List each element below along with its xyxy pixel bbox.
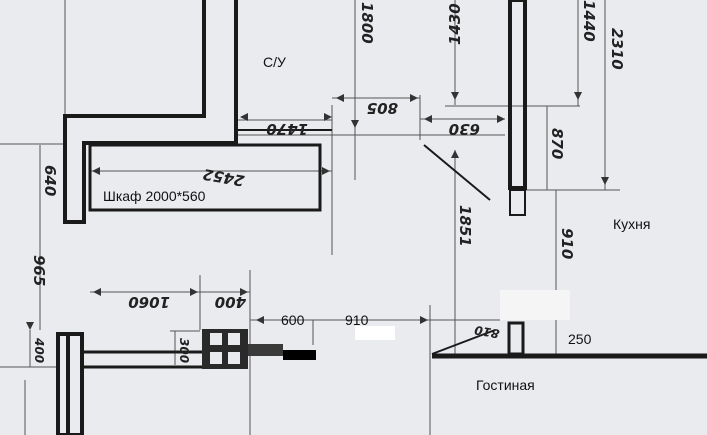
dim-1800: 1800	[358, 2, 376, 44]
dim-910-vertical: 910	[558, 228, 576, 259]
dim-805: 805	[367, 99, 398, 117]
dim-630: 630	[449, 120, 480, 138]
dim-810: 810	[473, 323, 500, 341]
room-label-living-room: Гостиная	[476, 377, 535, 393]
dim-1470: 1470	[266, 120, 308, 138]
dim-965: 965	[30, 255, 48, 286]
room-label-bathroom: С/У	[263, 54, 286, 70]
dim-400-vertical: 400	[32, 337, 46, 363]
door-swing	[431, 329, 496, 355]
dim-2310: 2310	[608, 28, 626, 70]
dim-1851: 1851	[456, 205, 474, 247]
ventilation-block	[202, 329, 316, 369]
room-label-wardrobe: Шкаф 2000*560	[103, 188, 206, 204]
room-label-kitchen: Кухня	[613, 216, 650, 232]
dim-2452: 2452	[201, 165, 245, 190]
dim-600: 600	[281, 312, 305, 328]
dim-640: 640	[41, 165, 59, 196]
whiteout-patch	[355, 326, 395, 340]
dim-1060: 1060	[128, 293, 170, 311]
dim-910: 910	[345, 312, 369, 328]
dim-400-horizontal: 400	[215, 293, 247, 311]
walls	[56, 0, 707, 435]
dim-250: 250	[568, 331, 592, 347]
whiteout-patch	[500, 290, 570, 320]
dim-870: 870	[548, 128, 566, 159]
dim-1430: 1430	[446, 3, 464, 45]
door-swing	[423, 144, 491, 201]
dim-1440: 1440	[580, 0, 598, 42]
dim-300: 300	[177, 338, 191, 363]
dimension-lines	[0, 0, 620, 435]
wardrobe-outline	[88, 143, 322, 212]
arrowheads	[26, 92, 609, 330]
